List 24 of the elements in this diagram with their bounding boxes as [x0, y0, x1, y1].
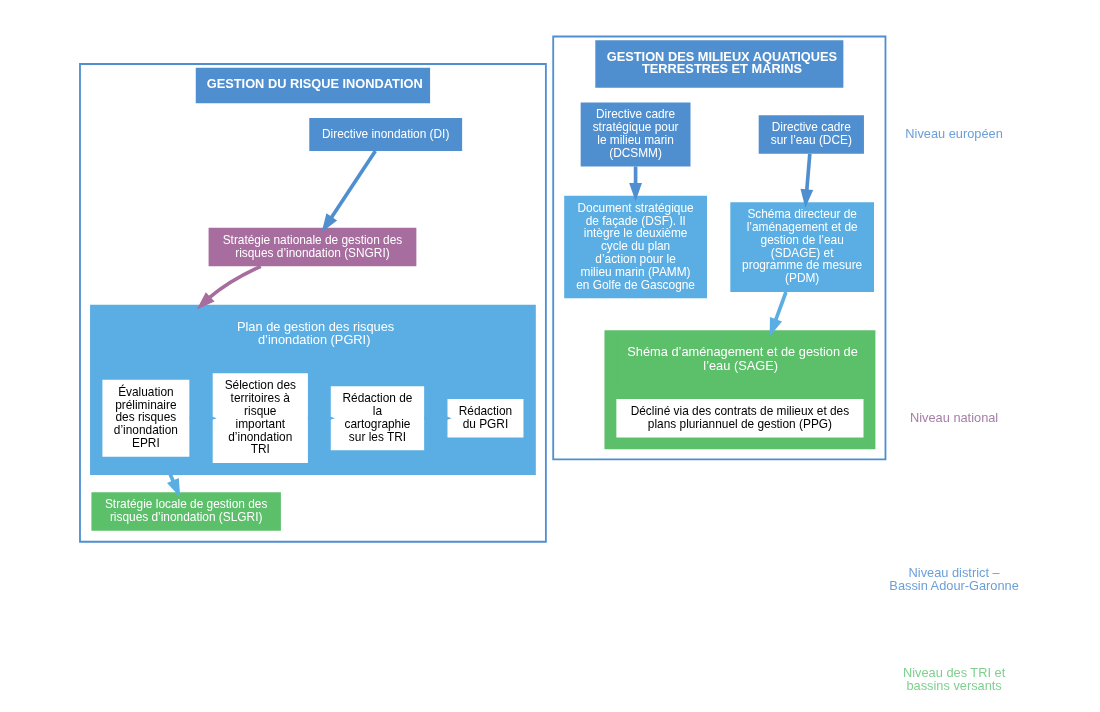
node-box: Directive inondation (DI): [309, 118, 463, 151]
node-box: Schéma directeur de l’aménagement et de gestion de l’eau (SDAGE) et programme de mesure (PDM): [730, 202, 874, 292]
label: Niveau national: [910, 409, 999, 425]
arrow: [196, 264, 262, 310]
node-box: Sélection des territoires à risque important d’inondation TRI: [212, 373, 308, 464]
node-box: Rédaction de la cartographie sur les TRI: [330, 386, 425, 451]
node-box: Stratégie locale de gestion des risques d’inondation (SLGRI): [91, 492, 281, 531]
arrow: [769, 291, 788, 337]
node-box: Document stratégique de façade (DSF). Il intègre le deuxième cycle du plan d’action pour le milieu marin (PAMM) en Golfe de Gascogne: [564, 195, 707, 299]
arrow: [307, 413, 335, 423]
node-box: Évaluation préliminaire des risques d’inondation EPRI: [102, 379, 190, 457]
arrow: [189, 413, 217, 423]
arrow: [800, 153, 814, 208]
node-box: Rédaction du PGRI: [447, 399, 524, 438]
arrow: [321, 150, 377, 233]
label: Niveau des TRI et bassins versants: [903, 664, 1006, 694]
arrow: [629, 166, 642, 202]
node-box: Stratégie nationale de gestion des risques d’inondation (SNGRI): [208, 227, 417, 267]
node-box: Décliné via des contrats de milieux et des plans pluriannuel de gestion (PPG): [616, 399, 864, 438]
arrow: [424, 413, 452, 423]
node-box: Directive cadre sur l’eau (DCE): [758, 115, 864, 154]
label: Niveau district – Bassin Adour-Garonne: [889, 564, 1019, 594]
node-box: Directive cadre stratégique pour le milieu marin (DCSMM): [580, 102, 691, 167]
label: Niveau européen: [905, 125, 1003, 141]
